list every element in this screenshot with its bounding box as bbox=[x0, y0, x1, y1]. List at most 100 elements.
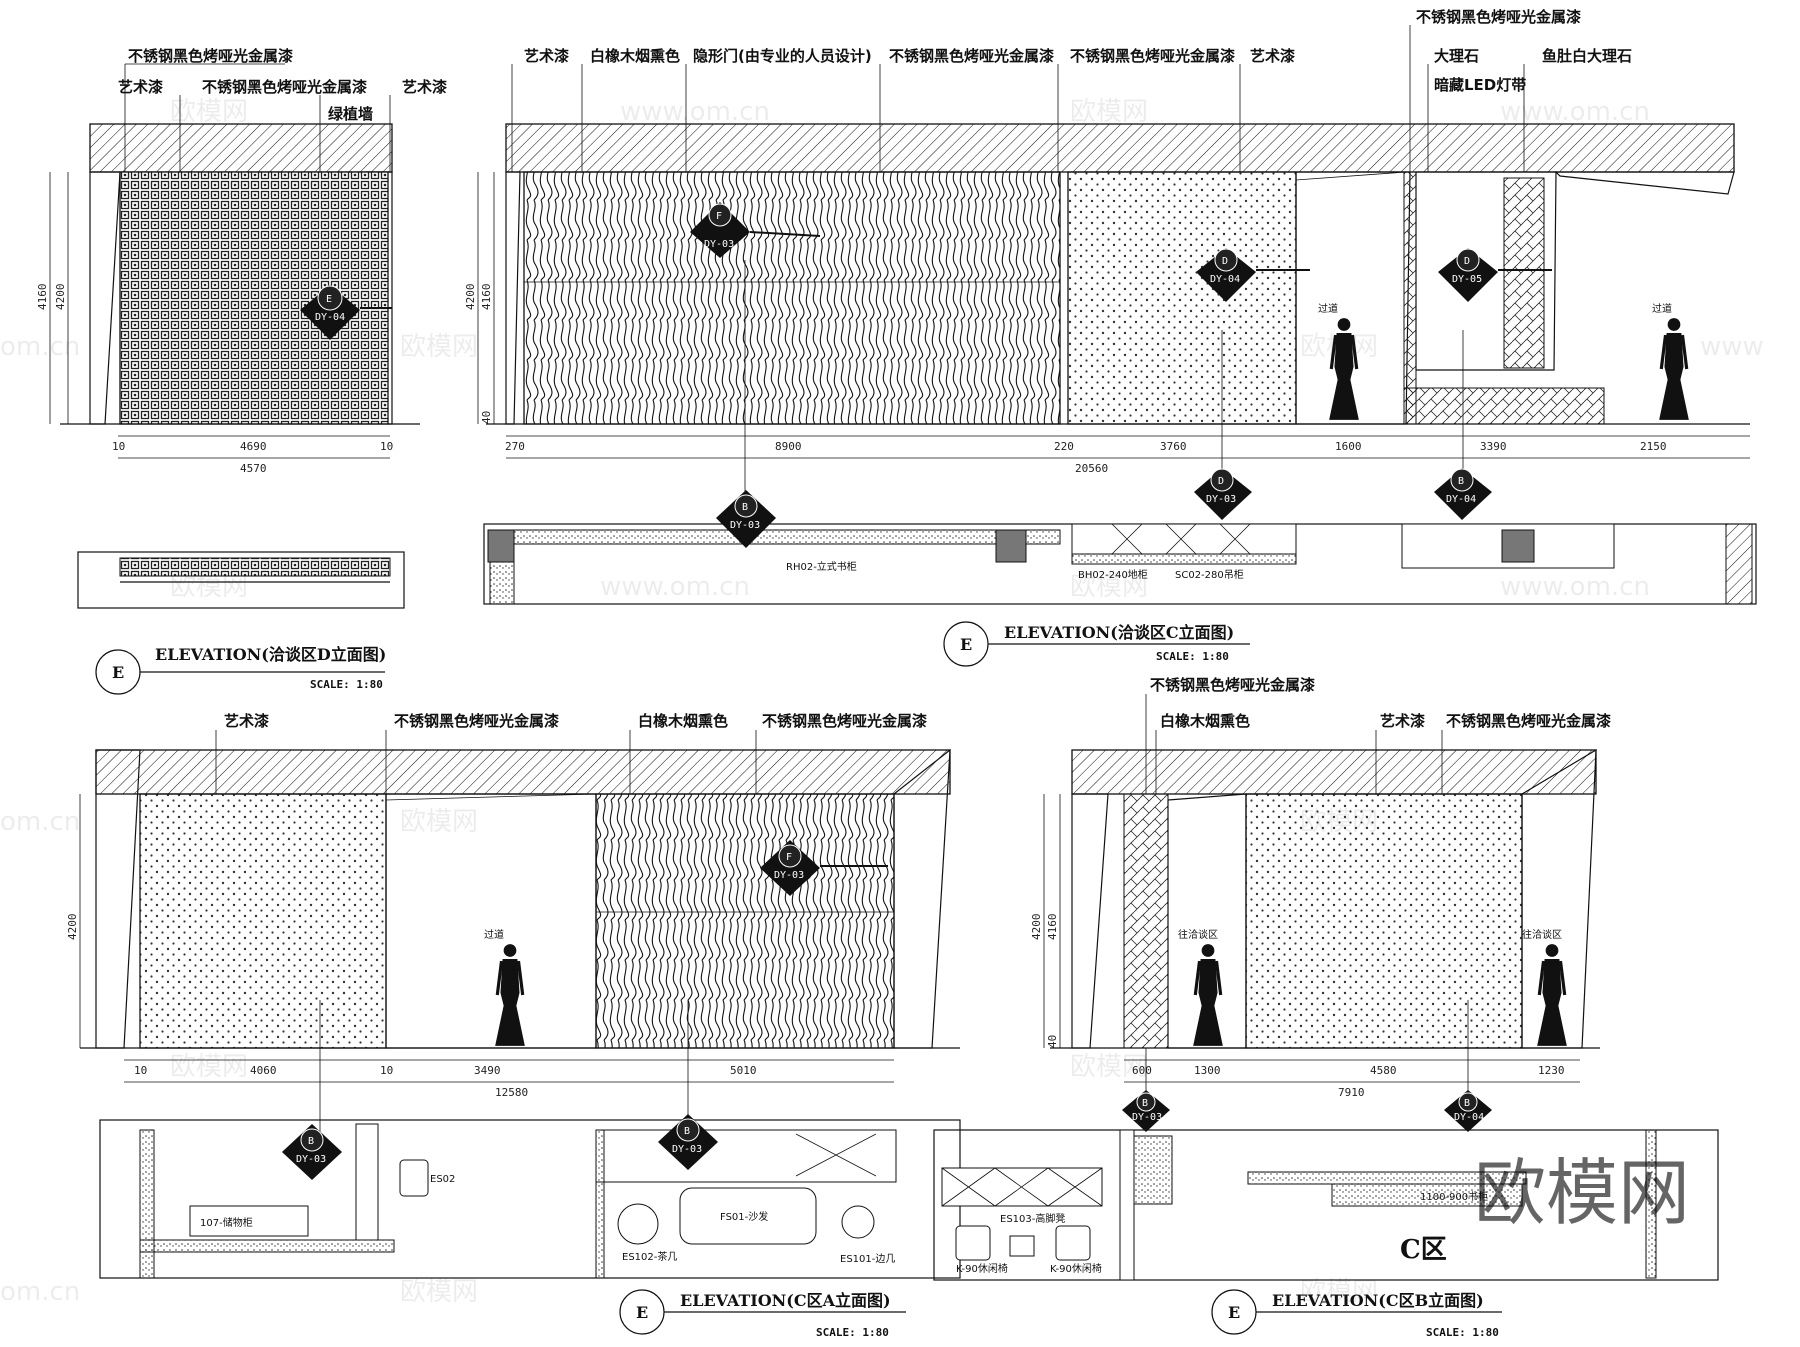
svg-text:www.om.cn: www.om.cn bbox=[600, 572, 750, 602]
svg-text:不锈钢黑色烤哑光金属漆: 不锈钢黑色烤哑光金属漆 bbox=[1416, 8, 1581, 26]
b-title: ELEVATION(C区B立面图) bbox=[1272, 1291, 1484, 1310]
svg-text:www.om.cn: www.om.cn bbox=[1500, 97, 1650, 127]
d-dim-h1: 4160 bbox=[36, 284, 49, 311]
svg-text:4160: 4160 bbox=[1046, 914, 1059, 941]
d-label-1: 艺术漆 bbox=[118, 78, 163, 96]
d-label-3: 绿植墙 bbox=[328, 105, 373, 123]
svg-text:10: 10 bbox=[134, 1064, 147, 1077]
b-person-note-1: 往洽谈区 bbox=[1178, 928, 1218, 941]
d-dim-left: 10 bbox=[112, 440, 125, 453]
svg-text:艺术漆: 艺术漆 bbox=[524, 47, 569, 65]
a-plan-label-2: FS01-沙发 bbox=[720, 1210, 768, 1223]
svg-text:www.om.cn: www.om.cn bbox=[1500, 572, 1650, 602]
c-person-2 bbox=[1657, 316, 1691, 422]
svg-text:DY-03: DY-03 bbox=[730, 520, 760, 531]
c-plan-callout-2: D DY-03 bbox=[1194, 468, 1252, 520]
d-dim-mid: 4690 bbox=[240, 440, 267, 453]
svg-text:大理石: 大理石 bbox=[1434, 47, 1479, 65]
svg-text:F: F bbox=[786, 852, 792, 863]
c-wood-wall bbox=[523, 171, 1061, 425]
svg-text:E: E bbox=[112, 663, 124, 682]
svg-text:DY-03: DY-03 bbox=[704, 239, 734, 250]
a-title: ELEVATION(C区A立面图) bbox=[680, 1291, 891, 1310]
a-plan-label-4: ES02 bbox=[430, 1174, 455, 1185]
c-plan-label-1: BH02-240地柜 bbox=[1078, 568, 1148, 581]
svg-text:om.cn: om.cn bbox=[0, 807, 80, 837]
svg-text:8900: 8900 bbox=[775, 440, 802, 453]
svg-text:DY-04: DY-04 bbox=[1454, 1112, 1484, 1123]
svg-text:1230: 1230 bbox=[1538, 1064, 1565, 1077]
c-person-note-1: 过道 bbox=[1318, 302, 1338, 315]
svg-text:E: E bbox=[326, 294, 332, 305]
svg-text:3760: 3760 bbox=[1160, 440, 1187, 453]
svg-text:B: B bbox=[1142, 1098, 1148, 1109]
svg-text:600: 600 bbox=[1132, 1064, 1152, 1077]
svg-text:B: B bbox=[308, 1136, 314, 1147]
svg-text:www: www bbox=[1700, 332, 1764, 362]
svg-text:不锈钢黑色烤哑光金属漆: 不锈钢黑色烤哑光金属漆 bbox=[889, 47, 1054, 65]
svg-text:DY-04: DY-04 bbox=[315, 312, 345, 323]
green-plant-wall bbox=[119, 171, 389, 425]
svg-text:欧模网: 欧模网 bbox=[1300, 1277, 1378, 1307]
a-person-note: 过道 bbox=[484, 928, 504, 941]
svg-text:欧模网: 欧模网 bbox=[400, 1277, 478, 1307]
svg-text:DY-04: DY-04 bbox=[1210, 274, 1240, 285]
d-label-0: 不锈钢黑色烤哑光金属漆 bbox=[128, 47, 293, 65]
svg-text:5010: 5010 bbox=[730, 1064, 757, 1077]
watermarks: 欧模网 www.om.cn 欧模网 www.om.cn om.cn 欧模网 欧模… bbox=[0, 97, 1764, 1307]
svg-text:欧模网: 欧模网 bbox=[170, 97, 248, 127]
b-art-paint-wall bbox=[1245, 793, 1523, 1049]
svg-text:B: B bbox=[1458, 476, 1464, 487]
svg-text:7910: 7910 bbox=[1338, 1086, 1365, 1099]
svg-text:1300: 1300 bbox=[1194, 1064, 1221, 1077]
a-plan-label-0: 107-储物柜 bbox=[200, 1216, 253, 1229]
svg-text:白橡木烟熏色: 白橡木烟熏色 bbox=[590, 47, 680, 65]
svg-text:4200: 4200 bbox=[1030, 914, 1043, 941]
svg-text:欧模网: 欧模网 bbox=[1070, 572, 1148, 602]
svg-text:B: B bbox=[684, 1126, 690, 1137]
d-plan bbox=[77, 551, 405, 609]
svg-text:3490: 3490 bbox=[474, 1064, 501, 1077]
b-person-1 bbox=[1191, 942, 1225, 1048]
elevation-d: 4160 4200 10 4690 10 4570 不锈钢黑色烤哑光金属漆 艺术… bbox=[36, 47, 447, 695]
svg-text:欧模网: 欧模网 bbox=[170, 572, 248, 602]
svg-text:艺术漆: 艺术漆 bbox=[1250, 47, 1295, 65]
svg-text:鱼肚白大理石: 鱼肚白大理石 bbox=[1542, 47, 1632, 65]
svg-text:DY-05: DY-05 bbox=[1452, 274, 1482, 285]
svg-text:艺术漆: 艺术漆 bbox=[224, 712, 269, 730]
svg-text:白橡木烟熏色: 白橡木烟熏色 bbox=[638, 712, 728, 730]
d-label-4: 艺术漆 bbox=[402, 78, 447, 96]
a-callout: F DY-03 bbox=[760, 840, 888, 896]
svg-text:欧模网: 欧模网 bbox=[1070, 97, 1148, 127]
c-art-paint-wall bbox=[1067, 171, 1297, 425]
b-scale: SCALE: 1:80 bbox=[1426, 1326, 1499, 1339]
svg-text:40: 40 bbox=[480, 411, 493, 424]
a-scale: SCALE: 1:80 bbox=[816, 1326, 889, 1339]
b-wood-strip bbox=[1123, 793, 1169, 1049]
svg-text:白橡木烟熏色: 白橡木烟熏色 bbox=[1160, 712, 1250, 730]
d-dim-total: 4570 bbox=[240, 462, 267, 475]
c-person-note-2: 过道 bbox=[1652, 302, 1672, 315]
elevation-b: 往洽谈区 往洽谈区 4200 4160 40 600 1300 4580 123… bbox=[933, 676, 1719, 1339]
svg-text:暗藏LED灯带: 暗藏LED灯带 bbox=[1434, 76, 1526, 94]
svg-text:F: F bbox=[716, 211, 722, 222]
svg-text:欧模网: 欧模网 bbox=[400, 807, 478, 837]
svg-text:D: D bbox=[1218, 476, 1224, 487]
svg-text:DY-03: DY-03 bbox=[1206, 494, 1236, 505]
elevation-c: 过道 过道 4200 4160 40 270 8900 220 3760 160… bbox=[464, 8, 1757, 667]
svg-text:DY-03: DY-03 bbox=[296, 1154, 326, 1165]
svg-text:隐形门(由专业的人员设计): 隐形门(由专业的人员设计) bbox=[693, 47, 872, 65]
svg-text:1600: 1600 bbox=[1335, 440, 1362, 453]
svg-text:DY-04: DY-04 bbox=[1446, 494, 1476, 505]
c-callout-3: D DY-05 bbox=[1438, 248, 1552, 302]
svg-text:4160: 4160 bbox=[480, 284, 493, 311]
a-plan-callout-1: B DY-03 bbox=[282, 1124, 342, 1180]
b-plan-label-3: 1100-900书柜 bbox=[1420, 1190, 1488, 1203]
d-label-2: 不锈钢黑色烤哑光金属漆 bbox=[202, 78, 367, 96]
a-plan-callout-2: B DY-03 bbox=[658, 1114, 718, 1170]
svg-text:2150: 2150 bbox=[1640, 440, 1667, 453]
svg-text:B: B bbox=[742, 502, 748, 513]
svg-text:欧模网: 欧模网 bbox=[170, 1052, 248, 1082]
svg-text:12580: 12580 bbox=[495, 1086, 528, 1099]
